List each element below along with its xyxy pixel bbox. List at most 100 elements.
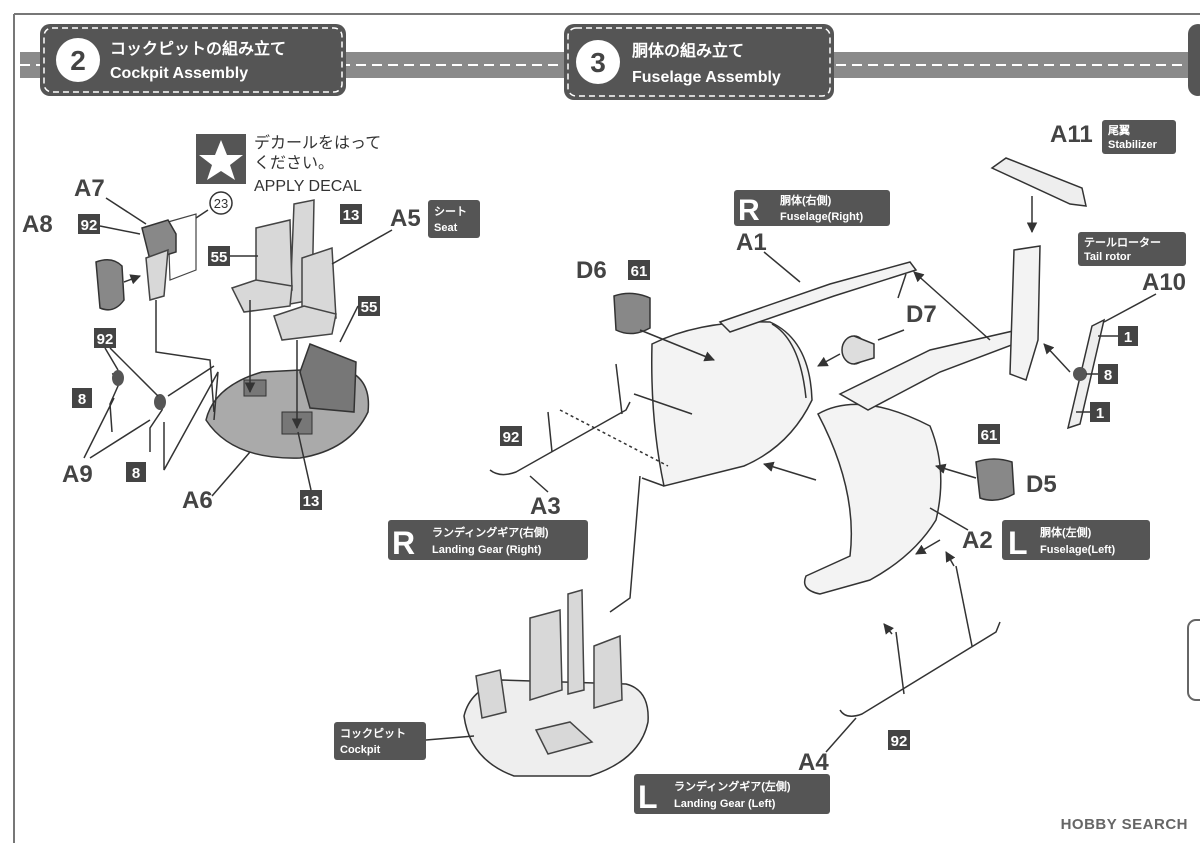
step-3-header: 3 胴体の組み立て Fuselage Assembly	[564, 24, 834, 100]
svg-text:61: 61	[631, 263, 648, 280]
color-92-b: 92	[94, 328, 116, 348]
svg-text:8: 8	[132, 465, 140, 482]
tag-cockpit: コックピット Cockpit	[334, 722, 426, 760]
label-a2: A2	[962, 527, 993, 554]
step-3-number: 3	[590, 47, 606, 78]
part-a8	[95, 259, 125, 311]
label-a4: A4	[798, 749, 829, 776]
decal-text-en: APPLY DECAL	[254, 178, 362, 195]
svg-text:1: 1	[1124, 329, 1132, 346]
svg-text:胴体(左側): 胴体(左側)	[1040, 525, 1092, 539]
svg-text:Landing Gear (Left): Landing Gear (Left)	[674, 798, 776, 810]
step-2-number: 2	[70, 45, 86, 76]
color-8-a: 8	[72, 388, 92, 408]
watermark: HOBBY SEARCH	[1060, 816, 1188, 833]
svg-text:61: 61	[981, 427, 998, 444]
svg-text:Seat: Seat	[434, 222, 458, 234]
label-a6: A6	[182, 487, 213, 514]
label-a7: A7	[74, 175, 105, 202]
color-1-b: 1	[1090, 402, 1110, 422]
label-d5: D5	[1026, 471, 1057, 498]
star-icon	[199, 140, 243, 180]
svg-text:Tail rotor: Tail rotor	[1084, 251, 1132, 263]
decal-number: 23	[214, 196, 228, 211]
label-a8: A8	[22, 211, 53, 238]
landing-gear-left-a4	[839, 565, 1001, 717]
decal-text-jp1: デカールをはって	[254, 133, 381, 152]
svg-text:R: R	[738, 194, 760, 227]
svg-text:Stabilizer: Stabilizer	[1108, 139, 1158, 151]
color-61-a: 61	[628, 260, 650, 280]
svg-text:ランディングギア(左側): ランディングギア(左側)	[674, 779, 791, 793]
step-3-title-jp: 胴体の組み立て	[632, 41, 744, 60]
label-a1: A1	[736, 229, 767, 256]
label-a5: A5	[390, 205, 421, 232]
svg-text:コックピット: コックピット	[340, 727, 406, 740]
step-2-title-jp: コックピットの組み立て	[110, 39, 286, 58]
tag-fuselage-left: L 胴体(左側) Fuselage(Left)	[1002, 520, 1150, 561]
decal-sheet	[167, 213, 197, 281]
color-92-d: 92	[888, 730, 910, 750]
tag-gear-left: L ランディングギア(左側) Landing Gear (Left)	[634, 774, 830, 815]
next-panel-fragment	[1187, 619, 1200, 701]
svg-text:L: L	[1008, 525, 1028, 561]
label-d7: D7	[906, 301, 937, 328]
svg-text:13: 13	[303, 493, 320, 510]
svg-text:Fuselage(Right): Fuselage(Right)	[780, 211, 863, 223]
color-92-a: 92	[78, 214, 100, 234]
svg-text:92: 92	[503, 429, 520, 446]
svg-text:テールローター: テールローター	[1084, 236, 1161, 249]
svg-text:ランディングギア(右側): ランディングギア(右側)	[432, 525, 549, 539]
svg-text:92: 92	[891, 733, 908, 750]
label-a11: A11	[1050, 121, 1093, 148]
svg-text:13: 13	[343, 207, 360, 224]
svg-text:胴体(右側): 胴体(右側)	[780, 193, 832, 207]
svg-text:8: 8	[1104, 367, 1112, 384]
tag-fuselage-right: R 胴体(右側) Fuselage(Right)	[734, 190, 890, 227]
color-13-top: 13	[340, 204, 362, 224]
svg-text:1: 1	[1096, 405, 1104, 422]
fuselage-left-a2	[803, 245, 1041, 595]
part-d5	[975, 458, 1015, 501]
label-a3: A3	[530, 493, 561, 520]
fuselage-right-a1	[651, 261, 918, 487]
label-a10: A10	[1142, 269, 1186, 296]
tag-seat: シート Seat	[428, 200, 480, 238]
svg-text:シート: シート	[434, 205, 467, 218]
svg-text:92: 92	[97, 331, 114, 348]
svg-text:Landing Gear (Right): Landing Gear (Right)	[432, 544, 542, 556]
next-step-header-fragment	[1188, 24, 1200, 96]
color-61-b: 61	[978, 424, 1000, 444]
svg-text:55: 55	[361, 299, 378, 316]
color-8-b: 8	[126, 462, 146, 482]
tag-stabilizer: 尾翼 Stabilizer	[1102, 120, 1176, 154]
step-2-title-en: Cockpit Assembly	[110, 65, 248, 82]
tag-tail-rotor: テールローター Tail rotor	[1078, 232, 1186, 266]
svg-text:92: 92	[81, 217, 98, 234]
color-55-a: 55	[208, 246, 230, 266]
svg-text:55: 55	[211, 249, 228, 266]
rear-bench	[299, 343, 357, 413]
label-a9: A9	[62, 461, 93, 488]
color-55-b: 55	[358, 296, 380, 316]
svg-text:尾翼: 尾翼	[1107, 124, 1130, 137]
svg-text:L: L	[638, 779, 658, 815]
tag-gear-right: R ランディングギア(右側) Landing Gear (Right)	[388, 520, 588, 561]
part-d7	[841, 335, 875, 365]
color-8-c: 8	[1098, 364, 1118, 384]
part-d6	[613, 292, 651, 335]
svg-text:Cockpit: Cockpit	[340, 744, 381, 756]
cockpit-assembly	[463, 589, 649, 777]
seat-55-left	[230, 219, 293, 313]
seat-55-right	[273, 246, 337, 341]
step-3-title-en: Fuselage Assembly	[632, 69, 781, 86]
part-a7-panel	[141, 219, 177, 301]
decal-text-jp2: ください。	[254, 154, 334, 172]
label-d6: D6	[576, 257, 607, 284]
stabilizer-a11	[990, 157, 1087, 207]
part-a9-rods	[109, 370, 166, 452]
svg-text:8: 8	[78, 391, 86, 408]
landing-gear-right-a3	[489, 363, 631, 476]
color-13-bottom: 13	[300, 490, 322, 510]
